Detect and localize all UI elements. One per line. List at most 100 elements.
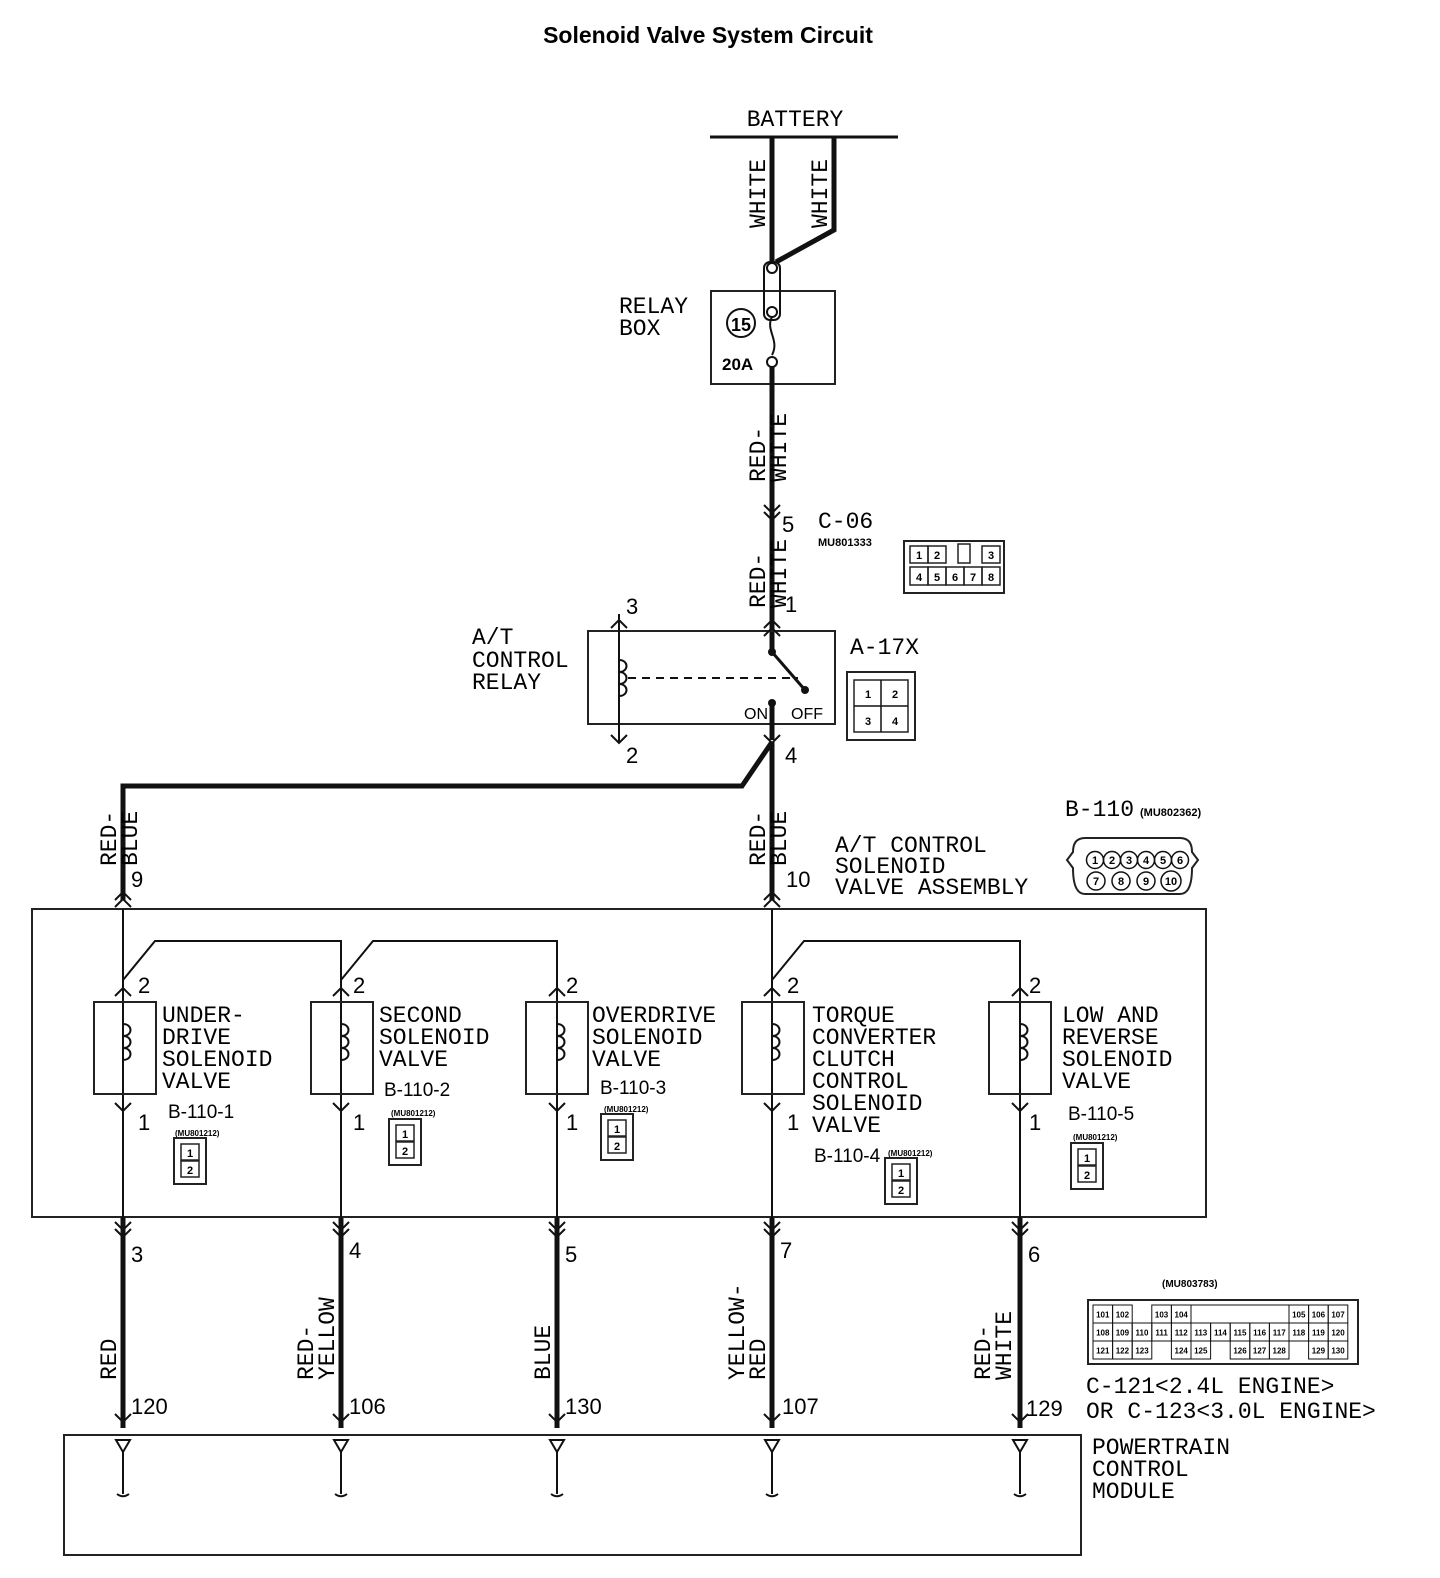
valve-5-name: SOLENOID xyxy=(1062,1047,1172,1073)
solenoid-coil-icon xyxy=(771,1023,781,1061)
wire-red-white-2a: RED- xyxy=(746,553,772,608)
pcm-cell: 101 xyxy=(1096,1311,1110,1320)
a17x-cell: 1 xyxy=(865,689,871,701)
output-wire-2: 4 RED- YELLOW 106 xyxy=(294,1218,386,1428)
c06-pin: 5 xyxy=(782,512,794,537)
at-relay-pin-1: 1 xyxy=(785,592,797,617)
out-1-color-1: RED xyxy=(97,1339,123,1380)
fuse-number: 15 xyxy=(731,315,751,335)
valve-2-name: VALVE xyxy=(379,1047,448,1073)
valve-2-cell: 2 xyxy=(402,1146,408,1158)
pcm-cell: 124 xyxy=(1175,1347,1189,1356)
valve-1-name: UNDER- xyxy=(162,1003,245,1029)
output-wire-4: 7 YELLOW- RED 107 xyxy=(725,1218,819,1428)
pcm-cell-box xyxy=(1131,1340,1153,1360)
out-4-color-2: RED xyxy=(746,1339,772,1380)
valve-3-pin-top: 2 xyxy=(566,973,578,998)
output-wire-3: 5 BLUE 130 xyxy=(531,1218,602,1428)
out-1-assy-pin: 3 xyxy=(131,1242,143,1267)
c06-cell: 4 xyxy=(916,572,923,584)
valve-5-name: REVERSE xyxy=(1062,1025,1159,1051)
battery-label: BATTERY xyxy=(747,107,844,133)
at-relay-pin-2: 2 xyxy=(626,743,638,768)
valve-1-pin-top: 2 xyxy=(138,973,150,998)
valve-5-connector: B-110-5 xyxy=(1068,1104,1134,1125)
pcm-label-2: CONTROL xyxy=(1092,1457,1189,1483)
wire-red-white-2b: WHITE xyxy=(767,539,793,608)
pcm-cell: 119 xyxy=(1312,1329,1325,1338)
pcm-cell: 113 xyxy=(1194,1329,1207,1338)
pcm-terminal-icon xyxy=(763,1439,781,1498)
solenoid-coil-icon xyxy=(122,1023,132,1061)
c06-name: C-06 xyxy=(818,509,873,535)
pcm-label-1: POWERTRAIN xyxy=(1092,1435,1230,1461)
pcm-cell: 125 xyxy=(1194,1347,1208,1356)
relay-box: RELAY BOX 15 20A xyxy=(619,261,836,385)
valve-4-cell: 1 xyxy=(898,1168,904,1180)
valve-4-connector: B-110-4 xyxy=(814,1146,881,1167)
wire-red-white-1a: RED- xyxy=(746,427,772,482)
relay-off-label: OFF xyxy=(791,706,823,723)
pcm-cell: 111 xyxy=(1155,1329,1168,1338)
pcm-cell: 107 xyxy=(1331,1311,1345,1320)
out-5-color-1: RED- xyxy=(971,1325,997,1380)
valve-torque-converter: 2 1 TORQUE CONVERTER CLUTCH CONTROL SOLE… xyxy=(741,973,936,1222)
fuse-number-circle xyxy=(726,308,756,338)
pcm-cell: 129 xyxy=(1312,1347,1326,1356)
feed-center-color-2: BLUE xyxy=(767,811,793,866)
valve-2-pin-bottom: 1 xyxy=(353,1110,365,1135)
feed-left-color-2: BLUE xyxy=(118,811,144,866)
at-relay-label-3: RELAY xyxy=(472,670,541,696)
pcm-cell: 110 xyxy=(1136,1329,1149,1338)
pcm-cell: 102 xyxy=(1116,1311,1130,1320)
pcm-cell: 116 xyxy=(1253,1329,1266,1338)
out-4-color-1: YELLOW- xyxy=(725,1283,751,1380)
relay-coil-icon xyxy=(618,659,628,697)
wire-white-right: WHITE xyxy=(808,159,834,228)
valve-5-cell: 1 xyxy=(1084,1153,1090,1165)
valve-3-part: (MU801212) xyxy=(604,1105,649,1114)
valve-2-name: SECOND xyxy=(379,1003,462,1029)
pcm-cell: 126 xyxy=(1233,1347,1247,1356)
b110-pin: 7 xyxy=(1093,876,1099,888)
at-control-relay: A/T CONTROL RELAY 3 2 1 4 ON OFF A-17X 1… xyxy=(472,592,919,768)
a17x-cell: 4 xyxy=(892,716,899,728)
valve-1-part: (MU801212) xyxy=(175,1129,220,1138)
b110-pin: 6 xyxy=(1177,855,1183,867)
valve-4-name: TORQUE xyxy=(812,1003,895,1029)
valve-3-name: SOLENOID xyxy=(592,1025,702,1051)
b110-connector-face: 1 2 3 4 5 6 7 8 9 10 xyxy=(1065,837,1200,895)
c06-cell: 7 xyxy=(970,572,976,584)
out-3-assy-pin: 5 xyxy=(565,1242,577,1267)
feed-center-pin: 10 xyxy=(786,867,810,892)
connector-arrow-c06 xyxy=(763,504,781,522)
at-relay-pin-4: 4 xyxy=(785,743,797,768)
valve-3-name: OVERDRIVE xyxy=(592,1003,716,1029)
fuse-element-icon xyxy=(769,316,776,356)
valve-1-name: DRIVE xyxy=(162,1025,231,1051)
out-2-color-2: YELLOW xyxy=(315,1297,341,1380)
pcm-connector-label-1: C-121<2.4L ENGINE> xyxy=(1086,1374,1334,1400)
solenoid-coil-icon xyxy=(556,1023,566,1061)
pcm-cell: 128 xyxy=(1273,1347,1287,1356)
valve-1-name: SOLENOID xyxy=(162,1047,272,1073)
valve-3-cell: 1 xyxy=(614,1124,620,1136)
valve-4-name: VALVE xyxy=(812,1113,881,1139)
out-5-pcm-pin: 129 xyxy=(1026,1396,1063,1421)
c06-cell: 2 xyxy=(934,550,940,562)
valve-3-pin-bottom: 1 xyxy=(566,1110,578,1135)
pcm-terminal-icon xyxy=(114,1439,132,1498)
out-1-pcm-pin: 120 xyxy=(131,1394,168,1419)
valve-1-cell: 2 xyxy=(187,1165,193,1177)
c06-cell: 3 xyxy=(988,550,994,562)
solenoid-coil-icon xyxy=(1019,1023,1029,1061)
valve-5-name: LOW AND xyxy=(1062,1003,1159,1029)
b110-part: (MU802362) xyxy=(1140,807,1201,819)
relay-box-label-1: RELAY xyxy=(619,294,688,320)
valve-3-name: VALVE xyxy=(592,1047,661,1073)
a17x-cell: 3 xyxy=(865,716,871,728)
valve-5-pin-top: 2 xyxy=(1029,973,1041,998)
valve-4-name: CLUTCH xyxy=(812,1047,895,1073)
